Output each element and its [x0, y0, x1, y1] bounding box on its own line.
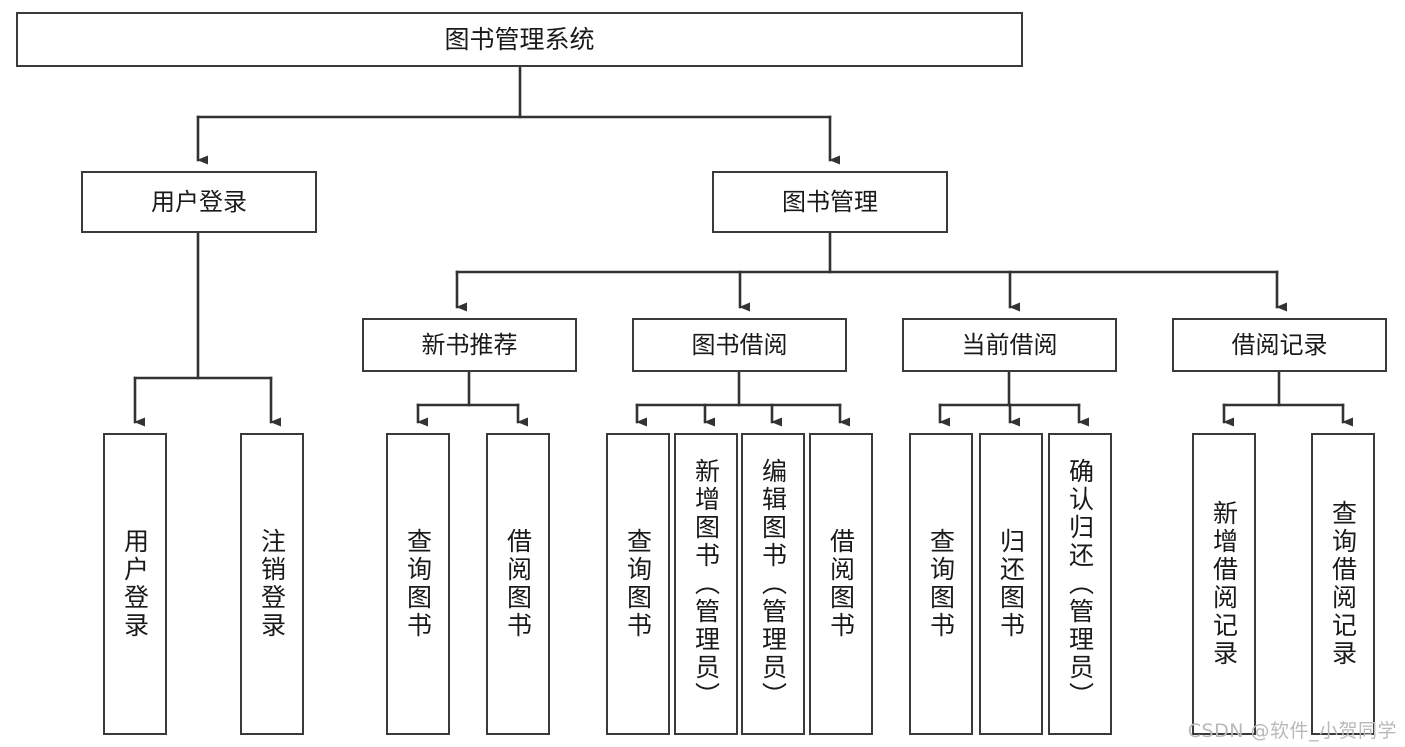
node-label: 编辑图书（管理员）	[758, 458, 788, 710]
leaf-node-11[interactable]: 新增借阅记录	[1192, 433, 1256, 735]
node-label: 图书管理系统	[444, 24, 595, 54]
root-node[interactable]: 图书管理系统	[16, 12, 1023, 67]
node-label: 查询图书	[623, 528, 653, 640]
node-label: 图书借阅	[691, 330, 788, 359]
leaf-node-12[interactable]: 查询借阅记录	[1311, 433, 1375, 735]
leaf-node-5[interactable]: 新增图书（管理员）	[674, 433, 738, 735]
leaf-node-2[interactable]: 查询图书	[386, 433, 450, 735]
node-label: 借阅记录	[1231, 330, 1328, 359]
connector-lines	[133, 65, 1353, 427]
node-label: 借阅图书	[503, 528, 533, 640]
leaf-node-6[interactable]: 编辑图书（管理员）	[741, 433, 805, 735]
node-label: 查询图书	[926, 528, 956, 640]
node-label: 当前借阅	[961, 330, 1058, 359]
node-label: 新书推荐	[421, 330, 518, 359]
node-label: 图书管理	[782, 187, 878, 216]
leaf-node-4[interactable]: 查询图书	[606, 433, 670, 735]
node-label: 新增借阅记录	[1209, 500, 1239, 668]
node-label: 归还图书	[996, 528, 1026, 640]
level2-node-1[interactable]: 图书管理	[712, 171, 948, 233]
leaf-node-7[interactable]: 借阅图书	[809, 433, 873, 735]
node-label: 用户登录	[151, 187, 247, 216]
level3-node-0[interactable]: 新书推荐	[362, 318, 577, 372]
node-label: 借阅图书	[826, 528, 856, 640]
leaf-node-3[interactable]: 借阅图书	[486, 433, 550, 735]
level3-node-2[interactable]: 当前借阅	[902, 318, 1117, 372]
leaf-node-10[interactable]: 确认归还（管理员）	[1048, 433, 1112, 735]
leaf-node-0[interactable]: 用户登录	[103, 433, 167, 735]
level3-node-1[interactable]: 图书借阅	[632, 318, 847, 372]
level2-node-0[interactable]: 用户登录	[81, 171, 317, 233]
node-label: 查询借阅记录	[1328, 500, 1358, 668]
node-label: 注销登录	[257, 528, 287, 640]
node-label: 查询图书	[403, 528, 433, 640]
node-label: 用户登录	[120, 528, 150, 640]
level3-node-3[interactable]: 借阅记录	[1172, 318, 1387, 372]
node-label: 确认归还（管理员）	[1065, 458, 1095, 710]
leaf-node-1[interactable]: 注销登录	[240, 433, 304, 735]
leaf-node-8[interactable]: 查询图书	[909, 433, 973, 735]
node-label: 新增图书（管理员）	[691, 458, 721, 710]
leaf-node-9[interactable]: 归还图书	[979, 433, 1043, 735]
